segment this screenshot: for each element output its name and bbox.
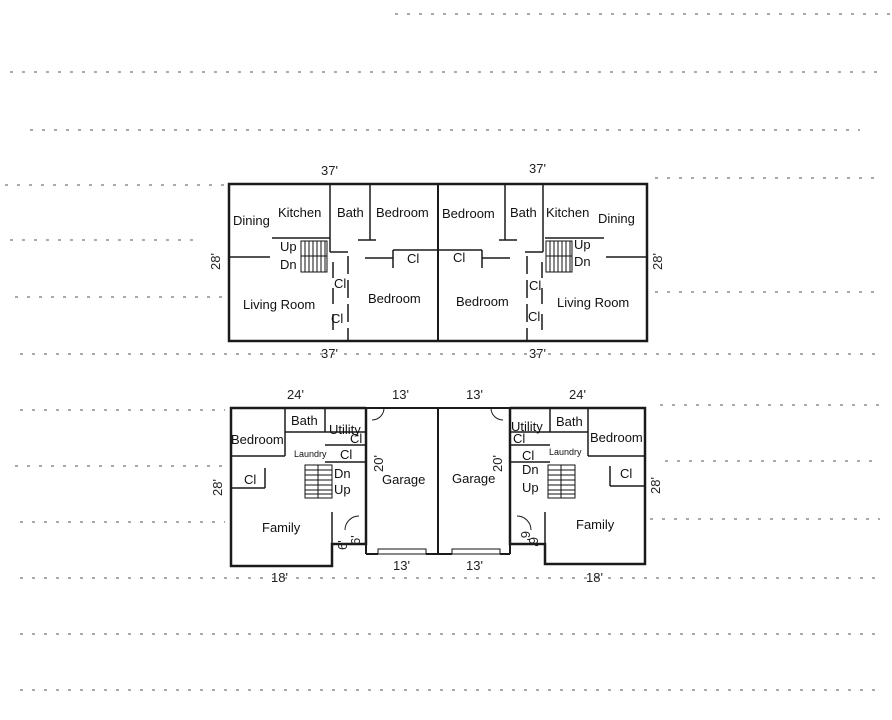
garage-walls (365, 407, 511, 555)
label-bedroom-top-upper-right: Bedroom (442, 206, 495, 221)
label-closet-hall-lower-right: Cl (513, 431, 525, 446)
upper-left-stair (300, 240, 328, 273)
dim-lower-top-right: 24' (569, 387, 586, 402)
dim-lower-bottom-garage-left: 13' (393, 558, 410, 573)
label-utility-lower-right: Utility (511, 419, 543, 434)
label-closet-util-lower-right: Cl (522, 448, 534, 463)
upper-level: 37' 37' 37' 37' 28' 28' Dining Kitchen B… (208, 161, 665, 361)
dim-lower-top-garage-left: 13' (392, 387, 409, 402)
label-bath-lower-right: Bath (556, 414, 583, 429)
label-bedroom-bottom-upper-left: Bedroom (368, 291, 421, 306)
label-garage-left: Garage (382, 472, 425, 487)
label-garage-right: Garage (452, 471, 495, 486)
scan-noise (5, 13, 892, 691)
dim-upper-bottom-right: 37' (529, 346, 546, 361)
garage-doors (377, 548, 501, 555)
dim-lower-side-left: 28' (210, 479, 225, 496)
dim-step-left-b: 6' (348, 535, 363, 545)
label-kitchen-upper-right: Kitchen (546, 205, 589, 220)
label-kitchen-upper-left: Kitchen (278, 205, 321, 220)
label-family-lower-left: Family (262, 520, 301, 535)
dim-lower-top-left: 24' (287, 387, 304, 402)
label-stair-up-lower-right: Up (522, 480, 539, 495)
label-stair-dn-upper-left: Dn (280, 257, 297, 272)
dim-garage-depth-right: 20' (490, 455, 505, 472)
label-living-room-upper-left: Living Room (243, 297, 315, 312)
label-closet-hall-lower-left: Cl (350, 431, 362, 446)
label-closet-upper-left-3: Cl (407, 251, 419, 266)
label-stair-up-upper-left: Up (280, 239, 297, 254)
dim-garage-depth-left: 20' (371, 455, 386, 472)
label-closet-util-lower-left: Cl (340, 447, 352, 462)
label-bath-lower-left: Bath (291, 413, 318, 428)
label-closet-upper-right-1: Cl (529, 278, 541, 293)
label-bedroom-top-upper-left: Bedroom (376, 205, 429, 220)
label-stair-dn-lower-right: Dn (522, 462, 539, 477)
lower-level: 24' 13' 13' 24' 28' 28' 20' 20' 18' 13' … (210, 387, 663, 585)
dim-upper-side-left: 28' (208, 253, 223, 270)
label-bedroom-bottom-upper-right: Bedroom (456, 294, 509, 309)
label-laundry-lower-left: Laundry (294, 449, 327, 459)
dim-lower-top-garage-right: 13' (466, 387, 483, 402)
label-utility-lower-left: Utility (329, 422, 361, 437)
lower-left-walls (231, 407, 385, 544)
dim-upper-side-right: 28' (650, 253, 665, 270)
lower-right-walls (490, 407, 645, 544)
label-closet-upper-left-2: Cl (331, 311, 343, 326)
label-family-lower-right: Family (576, 517, 615, 532)
lower-left-stair (304, 464, 333, 499)
label-dining-upper-right: Dining (598, 211, 635, 226)
label-stair-up-lower-left: Up (334, 482, 351, 497)
label-stair-dn-upper-right: Dn (574, 254, 591, 269)
lower-right-stair (547, 464, 576, 499)
dim-step-right-a: 6' (518, 531, 533, 541)
dim-step-right-b: 6' (526, 537, 541, 547)
label-bedroom-lower-left: Bedroom (231, 432, 284, 447)
label-laundry-lower-right: Laundry (549, 447, 582, 457)
label-living-room-upper-right: Living Room (557, 295, 629, 310)
dim-upper-top-left: 37' (321, 163, 338, 178)
label-closet-upper-right-2: Cl (528, 309, 540, 324)
upper-right-stair (545, 240, 573, 273)
dim-lower-bottom-left: 18' (271, 570, 288, 585)
label-stair-dn-lower-left: Dn (334, 466, 351, 481)
label-stair-up-upper-right: Up (574, 237, 591, 252)
label-bath-upper-left: Bath (337, 205, 364, 220)
label-closet-bed-lower-left: Cl (244, 472, 256, 487)
dim-upper-bottom-left: 37' (321, 346, 338, 361)
label-closet-bed-lower-right: Cl (620, 466, 632, 481)
label-closet-upper-right-3: Cl (453, 250, 465, 265)
dim-upper-top-right: 37' (529, 161, 546, 176)
label-bedroom-lower-right: Bedroom (590, 430, 643, 445)
upper-left-walls (229, 184, 438, 341)
label-dining-upper-left: Dining (233, 213, 270, 228)
label-bath-upper-right: Bath (510, 205, 537, 220)
dim-lower-bottom-right: 18' (586, 570, 603, 585)
dim-lower-side-right: 28' (648, 477, 663, 494)
upper-right-walls (438, 184, 647, 341)
dim-lower-bottom-garage-right: 13' (466, 558, 483, 573)
dim-step-left-a: 6' (335, 540, 350, 550)
label-closet-upper-left-1: Cl (334, 276, 346, 291)
